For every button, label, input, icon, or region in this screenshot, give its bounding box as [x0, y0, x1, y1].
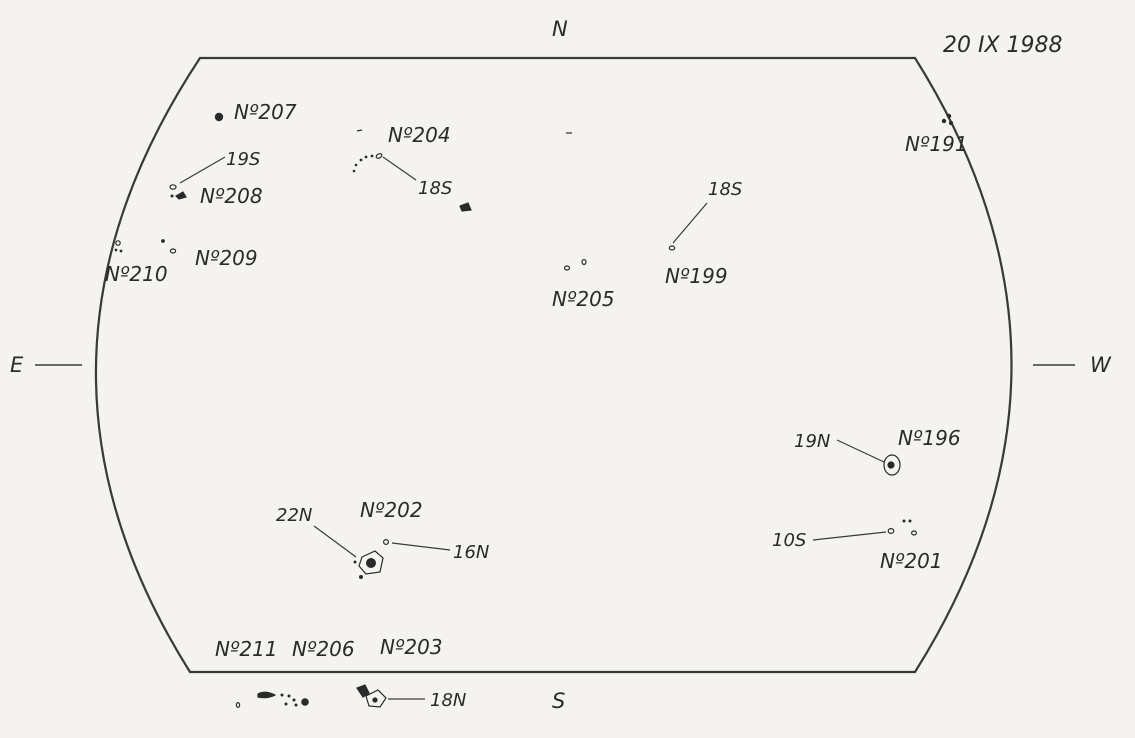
spot-group-201	[887, 519, 917, 536]
spot-group-208	[169, 184, 187, 200]
observation-date: 20 IX 1988	[943, 33, 1063, 58]
region-label-206: Nº206	[292, 637, 355, 661]
spot-199	[668, 245, 676, 251]
spot-group-203	[356, 684, 387, 708]
region-label-210: Nº210	[105, 262, 168, 286]
east-label: E	[10, 353, 24, 377]
leader-199	[672, 202, 708, 244]
lat-label-196: 19N	[794, 431, 830, 452]
region-label-205: Nº205	[552, 287, 615, 311]
region-label-201: Nº201	[880, 549, 943, 573]
region-label-211: Nº211	[215, 637, 278, 661]
spot-group-210	[114, 240, 123, 253]
lat-label-202b: 16N	[453, 542, 489, 563]
spot-group-211-206	[235, 691, 309, 708]
region-label-204: Nº204	[388, 123, 451, 147]
leader-196	[836, 439, 885, 463]
leader-204	[382, 156, 417, 181]
region-label-208: Nº208	[200, 184, 263, 208]
lat-label-199: 18S	[708, 179, 742, 200]
spot-group-204	[352, 153, 383, 173]
disk-outline	[94, 56, 1013, 674]
leader-202b	[391, 542, 451, 551]
region-label-207: Nº207	[234, 100, 297, 124]
region-label-209: Nº209	[195, 246, 258, 270]
leader-lines	[179, 156, 887, 700]
stray-mark-204	[356, 129, 363, 132]
spot-196	[883, 454, 901, 476]
sunspot-marks	[114, 112, 954, 708]
region-label-196: Nº196	[898, 426, 961, 450]
region-label-203: Nº203	[380, 635, 443, 659]
lat-label-203: 18N	[430, 690, 466, 711]
region-label-202: Nº202	[360, 498, 423, 522]
north-label: N	[552, 17, 568, 41]
leader-201	[812, 531, 887, 541]
spot-group-205	[563, 259, 587, 271]
spot-group-191	[941, 113, 954, 126]
lat-label-208: 19S	[226, 149, 260, 170]
spot-dark-blob	[459, 202, 472, 212]
region-label-191: Nº191	[905, 132, 968, 156]
south-label: S	[552, 689, 565, 713]
region-label-199: Nº199	[665, 264, 728, 288]
lat-label-201: 10S	[772, 530, 806, 551]
spot-group-209	[161, 239, 177, 254]
lat-label-202a: 22N	[276, 505, 312, 526]
spot-group-202	[353, 538, 390, 579]
leader-202a	[313, 525, 357, 558]
spot-207	[214, 112, 224, 122]
leader-208	[179, 156, 226, 184]
lat-label-204: 18S	[418, 178, 452, 199]
west-label: W	[1090, 353, 1112, 377]
